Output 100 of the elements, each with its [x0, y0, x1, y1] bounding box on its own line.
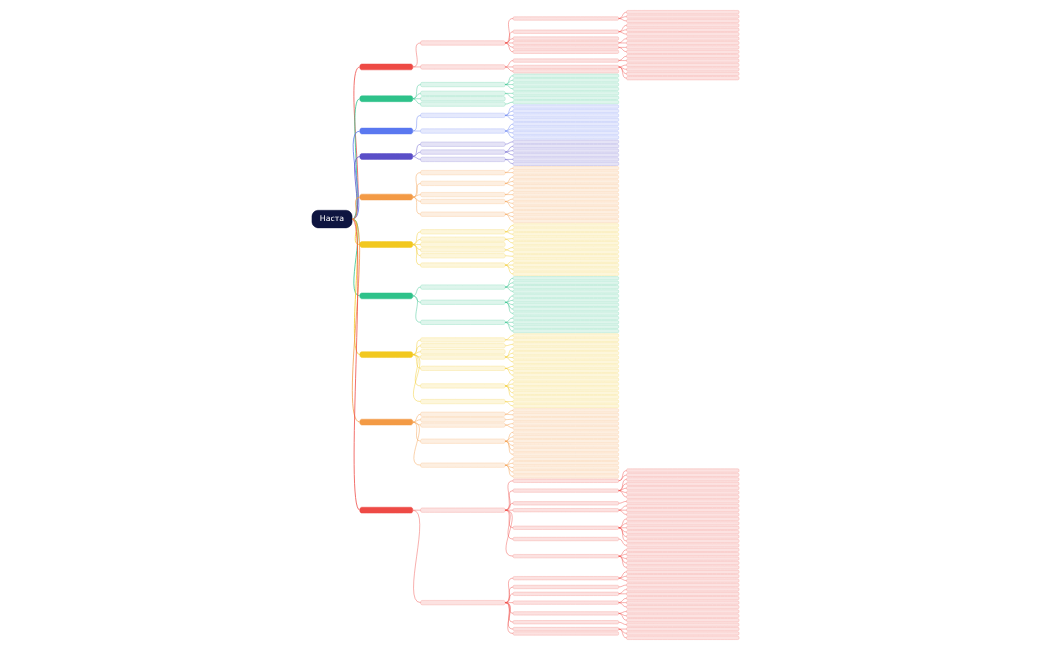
connector [412, 244, 421, 245]
connector [618, 490, 627, 498]
node-box [625, 503, 739, 508]
connector [504, 264, 513, 275]
connector [412, 98, 421, 99]
connector [504, 385, 513, 398]
connector [504, 440, 513, 455]
node-box [512, 373, 619, 378]
node-box [359, 127, 413, 135]
connector [504, 464, 513, 473]
node-box [359, 292, 413, 300]
connector [504, 225, 513, 232]
connector [618, 60, 627, 61]
connector [618, 31, 627, 35]
connector [504, 602, 513, 614]
node-box [512, 280, 619, 285]
node-box [419, 349, 505, 355]
node-box [512, 91, 619, 96]
node-box [512, 461, 619, 466]
connector [351, 218, 360, 355]
node-box [512, 179, 619, 184]
node-box [512, 78, 619, 83]
node-box [625, 534, 739, 539]
node-box [512, 254, 619, 259]
connector [412, 42, 421, 68]
node-box [625, 10, 739, 15]
node-box [625, 569, 739, 574]
connector [412, 244, 421, 251]
node-box [512, 144, 619, 149]
node-box [512, 585, 619, 589]
connector [504, 586, 513, 603]
node-box [419, 101, 505, 107]
connector [412, 84, 421, 99]
connector [504, 322, 513, 332]
node-box [419, 180, 505, 186]
node-box [512, 293, 619, 298]
connector [412, 98, 421, 105]
node-box [512, 474, 619, 479]
connector [504, 75, 513, 85]
connector [504, 602, 513, 623]
node-box [512, 285, 619, 290]
connector [504, 31, 513, 44]
connector [618, 479, 627, 491]
connector [412, 345, 421, 355]
connector [504, 593, 513, 603]
node-box [625, 508, 739, 513]
node-box [512, 236, 619, 241]
node-box [512, 439, 619, 444]
node-box [419, 507, 505, 513]
node-box [512, 227, 619, 232]
connector [351, 218, 360, 423]
node-box [512, 170, 619, 175]
node-box [625, 556, 739, 561]
node-box [419, 337, 505, 343]
node-box [512, 104, 619, 109]
connector [412, 354, 421, 387]
connector [504, 18, 513, 44]
node-box [512, 576, 619, 581]
node-box [512, 399, 619, 404]
node-box [625, 543, 739, 548]
connector [504, 509, 513, 557]
node-box [512, 364, 619, 369]
connector [504, 401, 513, 407]
node-box [625, 591, 739, 596]
connector [504, 190, 513, 195]
node-box [625, 512, 739, 517]
connector [618, 66, 627, 79]
node-box [512, 161, 619, 166]
connector [504, 317, 513, 323]
connector [618, 38, 627, 44]
node-box [512, 329, 619, 334]
connector [504, 194, 513, 195]
node-box [512, 320, 619, 325]
node-box [512, 65, 619, 69]
node-box [512, 16, 619, 21]
node-box [625, 530, 739, 535]
node-box [625, 565, 739, 570]
connector [504, 414, 513, 415]
node-box [512, 201, 619, 206]
connector [351, 218, 360, 297]
node-box [419, 64, 505, 70]
node-box [359, 193, 413, 201]
node-box [419, 236, 505, 242]
connector [618, 66, 627, 74]
connector [412, 231, 421, 245]
connector [412, 238, 421, 245]
connector [504, 130, 513, 138]
node-box [419, 40, 505, 46]
node-box [625, 578, 739, 583]
node-box [512, 29, 619, 34]
node-box [512, 390, 619, 395]
connector [504, 213, 513, 222]
node-box [512, 267, 619, 272]
connector [412, 151, 421, 157]
connector [504, 106, 513, 116]
node-box [512, 245, 619, 250]
node-box [625, 490, 739, 495]
node-box [512, 620, 619, 625]
connector [618, 598, 627, 603]
connector [504, 264, 513, 266]
